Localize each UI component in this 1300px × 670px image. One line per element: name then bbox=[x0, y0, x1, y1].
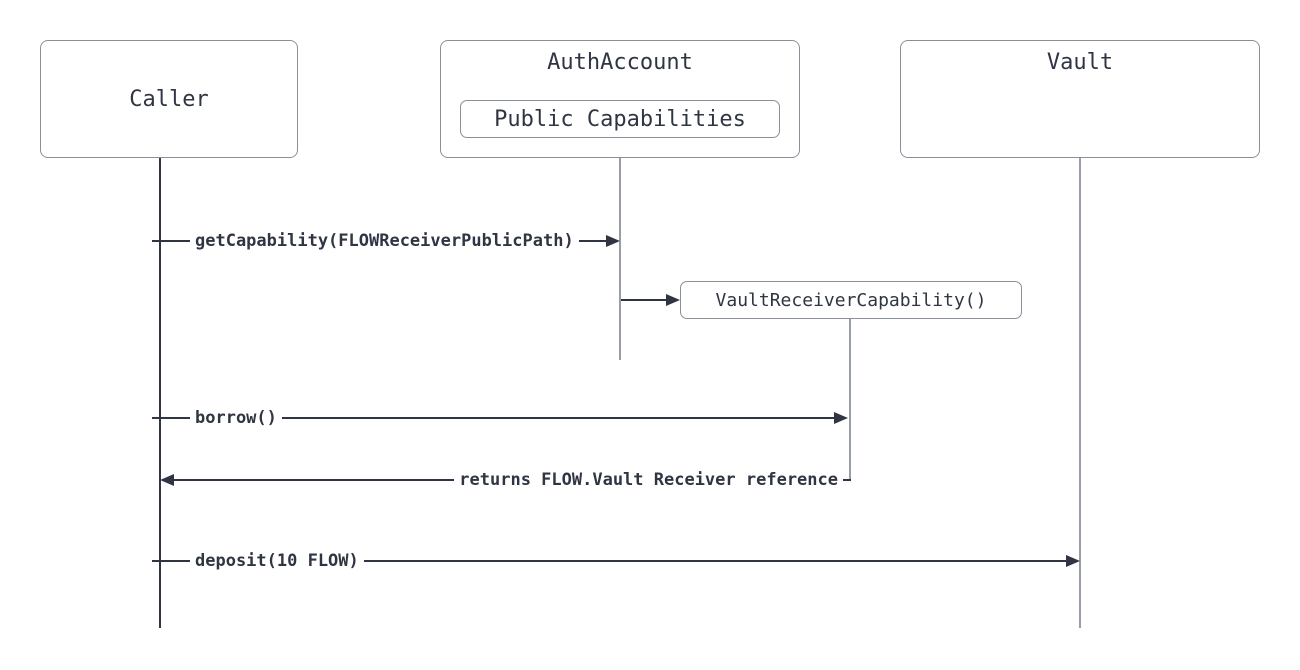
message-line-borrow bbox=[152, 417, 836, 419]
lifeline-caller bbox=[159, 158, 161, 628]
message-line-create-capability bbox=[621, 299, 668, 301]
message-label-deposit: deposit(10 FLOW) bbox=[190, 551, 364, 571]
actor-box-auth-account: AuthAccount bbox=[440, 40, 800, 158]
arrowhead-right-icon bbox=[834, 412, 848, 424]
actor-box-vault: Vault bbox=[900, 40, 1260, 158]
lifeline-auth-account bbox=[619, 158, 621, 360]
message-label-getcapability: getCapability(FLOWReceiverPublicPath) bbox=[190, 231, 579, 251]
public-capabilities-label: Public Capabilities bbox=[494, 106, 746, 132]
actor-caller-label: Caller bbox=[129, 86, 209, 112]
actor-box-caller: Caller bbox=[40, 40, 298, 158]
message-line-deposit bbox=[152, 560, 1068, 562]
arrowhead-left-icon bbox=[160, 474, 174, 486]
message-label-returns-reference: returns FLOW.Vault Receiver reference bbox=[454, 470, 843, 490]
arrowhead-right-icon bbox=[1066, 555, 1080, 567]
actor-vault-label: Vault bbox=[1046, 50, 1114, 75]
vault-receiver-capability-label: VaultReceiverCapability() bbox=[715, 289, 987, 311]
arrowhead-right-icon bbox=[606, 235, 620, 247]
lifeline-vault bbox=[1079, 158, 1081, 628]
vault-receiver-capability-box: VaultReceiverCapability() bbox=[680, 281, 1022, 319]
public-capabilities-box: Public Capabilities bbox=[460, 100, 780, 138]
lifeline-vault-receiver-capability bbox=[849, 319, 851, 480]
arrowhead-right-icon bbox=[666, 294, 680, 306]
message-label-borrow: borrow() bbox=[190, 408, 282, 428]
actor-auth-account-label: AuthAccount bbox=[547, 50, 693, 75]
